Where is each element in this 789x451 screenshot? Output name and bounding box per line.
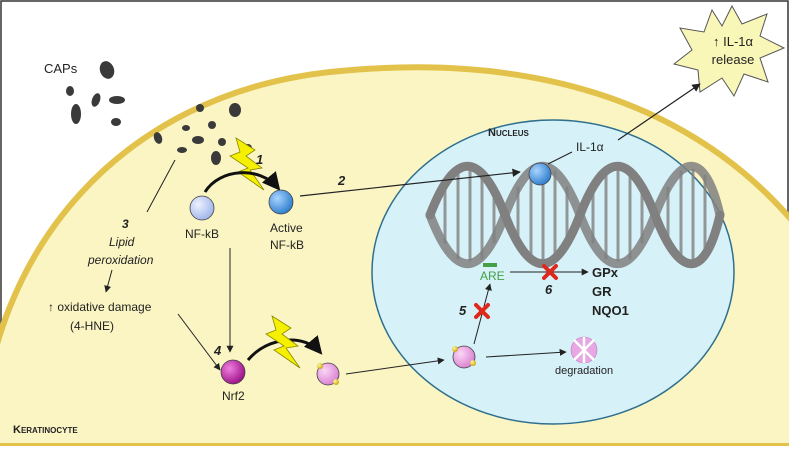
arrow-oxidative-to-nrf2 bbox=[177, 313, 221, 371]
step-5-label: 5 bbox=[459, 303, 467, 318]
step-2-label: 2 bbox=[337, 173, 346, 188]
gpx-label: GPx bbox=[592, 265, 619, 280]
il1a-release-label-1: ↑ IL-1α bbox=[713, 34, 754, 49]
caps-label: CAPs bbox=[44, 61, 78, 76]
arrow-nrf2-to-are bbox=[473, 283, 492, 345]
modification-dot bbox=[333, 379, 339, 385]
active-nfkb-label-1: Active bbox=[270, 221, 303, 235]
arrow-lipid-to-oxidative bbox=[104, 269, 113, 293]
modification-dot bbox=[452, 346, 458, 352]
block-mark-5 bbox=[474, 303, 490, 319]
dna-helix bbox=[425, 162, 725, 268]
step-6-label: 6 bbox=[545, 282, 553, 297]
caps-lipid-line bbox=[146, 159, 176, 213]
nuclear-nrf2-molecule bbox=[452, 345, 476, 369]
nfkb-label: NF-kB bbox=[185, 227, 219, 241]
lightning-bolt-2 bbox=[265, 315, 301, 369]
gr-label: GR bbox=[592, 284, 612, 299]
arrow-nrf2-to-nucleus bbox=[345, 357, 445, 375]
modification-dot bbox=[470, 360, 476, 366]
caps-particles bbox=[66, 61, 252, 165]
degraded-nrf2 bbox=[570, 336, 598, 364]
step-4-label: 4 bbox=[213, 343, 222, 358]
active-nfkb-label-2: NF-kB bbox=[270, 238, 304, 252]
arrow-il1a-release bbox=[617, 83, 701, 141]
modification-dot bbox=[317, 363, 323, 369]
il1a-connector bbox=[547, 151, 573, 165]
activation-arc-1 bbox=[203, 171, 281, 193]
arrow-nfkb-to-nucleus bbox=[299, 168, 521, 197]
lipid-label-2: peroxidation bbox=[87, 253, 154, 267]
oxidative-label-1: ↑ oxidative damage bbox=[48, 300, 152, 314]
modified-nrf2-molecule bbox=[316, 362, 340, 386]
degradation-label: degradation bbox=[555, 365, 613, 377]
nrf2-label: Nrf2 bbox=[222, 389, 245, 403]
nrf2-molecule bbox=[220, 359, 246, 385]
are-label: ARE bbox=[480, 269, 505, 283]
il1a-release-label-2: release bbox=[712, 52, 755, 67]
are-marker bbox=[483, 263, 497, 267]
step-3-label: 3 bbox=[122, 217, 129, 231]
arrow-to-degradation bbox=[485, 348, 567, 358]
nqo1-label: NQO1 bbox=[592, 303, 629, 318]
step-1-label: 1 bbox=[256, 152, 263, 167]
active-nfkb-molecule bbox=[268, 189, 294, 215]
il1a-release-starburst bbox=[672, 4, 786, 98]
keratinocyte-label: Keratinocyte bbox=[13, 424, 78, 436]
nfkb-molecule bbox=[189, 195, 215, 221]
nucleus-label: Nucleus bbox=[488, 127, 529, 139]
block-mark-6 bbox=[542, 264, 558, 280]
lipid-label-1: Lipid bbox=[109, 235, 135, 249]
il1a-label: IL-1α bbox=[576, 140, 604, 154]
oxidative-label-2: (4-HNE) bbox=[70, 319, 114, 333]
nuclear-nfkb-molecule bbox=[528, 162, 552, 186]
